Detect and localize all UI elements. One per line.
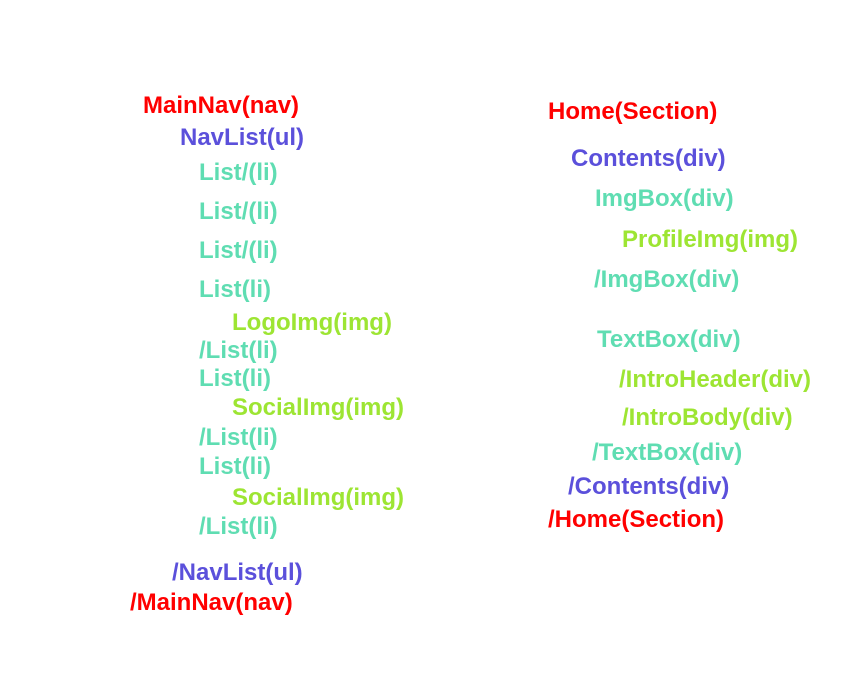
node-navlist-open: NavList(ul) (180, 124, 305, 151)
node-mainnav-open: MainNav(nav) (143, 92, 300, 119)
node-introheader-close: /IntroHeader(div) (619, 366, 812, 393)
node-socialimg-1: SocialImg(img) (232, 394, 405, 421)
node-list-close-1: /List(li) (199, 337, 278, 364)
node-textbox-open: TextBox(div) (597, 326, 741, 353)
node-list-selfclosed-1: List/(li) (199, 159, 278, 186)
node-list-close-2: /List(li) (199, 424, 278, 451)
node-contents-open: Contents(div) (571, 145, 726, 172)
node-imgbox-close: /ImgBox(div) (594, 266, 740, 293)
node-list-open-1: List(li) (199, 276, 271, 303)
node-list-selfclosed-2: List/(li) (199, 198, 278, 225)
node-logoimg: LogoImg(img) (232, 309, 392, 336)
node-contents-close: /Contents(div) (568, 473, 730, 500)
node-list-open-3: List(li) (199, 453, 271, 480)
node-home-close: /Home(Section) (548, 506, 725, 533)
node-navlist-close: /NavList(ul) (172, 559, 303, 586)
node-list-close-3: /List(li) (199, 513, 278, 540)
node-socialimg-2: SocialImg(img) (232, 484, 405, 511)
node-textbox-close: /TextBox(div) (592, 439, 743, 466)
node-imgbox-open: ImgBox(div) (595, 185, 734, 212)
node-profileimg: ProfileImg(img) (622, 226, 799, 253)
node-list-open-2: List(li) (199, 365, 271, 392)
node-introbody-close: /IntroBody(div) (622, 404, 793, 431)
node-home-open: Home(Section) (548, 98, 718, 125)
node-mainnav-close: /MainNav(nav) (130, 589, 293, 616)
node-list-selfclosed-3: List/(li) (199, 237, 278, 264)
